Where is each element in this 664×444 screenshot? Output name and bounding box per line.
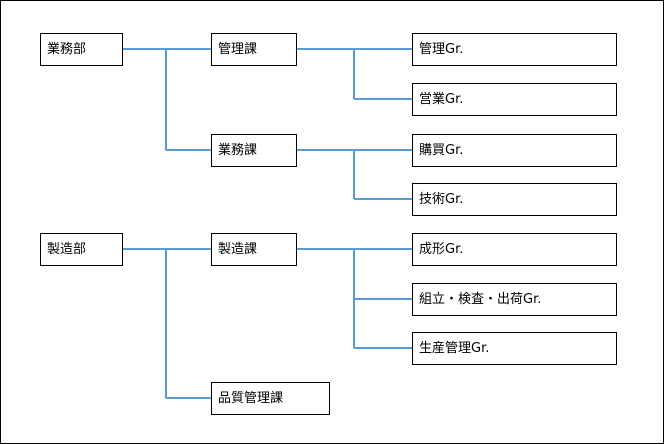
department-label: 製造部 [47, 242, 87, 257]
group-label: 生産管理Gr. [419, 341, 490, 356]
section-label: 業務課 [218, 143, 258, 158]
section-box: 品質管理課 [211, 382, 330, 415]
section-label: 製造課 [218, 242, 258, 257]
group-box: 技術Gr. [412, 183, 617, 216]
group-box: 営業Gr. [412, 83, 617, 116]
group-label: 技術Gr. [419, 192, 464, 207]
section-box: 業務課 [211, 134, 297, 167]
department-box: 業務部 [40, 33, 123, 66]
group-label: 購買Gr. [419, 143, 464, 158]
section-box: 製造課 [211, 233, 297, 266]
group-label: 営業Gr. [419, 92, 464, 107]
group-box: 生産管理Gr. [412, 332, 617, 365]
group-box: 管理Gr. [412, 33, 617, 66]
group-label: 組立・検査・出荷Gr. [419, 292, 542, 307]
group-label: 管理Gr. [419, 42, 464, 57]
section-label: 管理課 [218, 42, 258, 57]
group-box: 組立・検査・出荷Gr. [412, 283, 617, 316]
group-label: 成形Gr. [419, 242, 464, 257]
department-label: 業務部 [47, 42, 87, 57]
section-box: 管理課 [211, 33, 297, 66]
section-label: 品質管理課 [218, 391, 284, 406]
group-box: 購買Gr. [412, 134, 617, 167]
group-box: 成形Gr. [412, 233, 617, 266]
department-box: 製造部 [40, 233, 123, 266]
